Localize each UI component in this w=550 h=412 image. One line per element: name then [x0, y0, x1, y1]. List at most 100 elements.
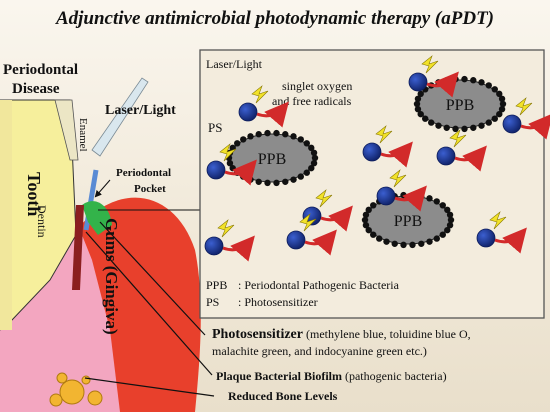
surface-bead: [443, 124, 450, 131]
photosensitizer-molecule: [436, 129, 487, 172]
ps-molecule-ball: [204, 236, 224, 256]
surface-bead: [308, 144, 315, 152]
diagram-title: Adjunctive antimicrobial photodynamic th…: [55, 8, 494, 29]
surface-bead: [447, 216, 455, 224]
pocket-pointer: [94, 179, 111, 198]
disease-label-line2: Disease: [12, 81, 60, 97]
photosensitizer-molecule: [376, 169, 427, 212]
surface-bead: [303, 169, 310, 176]
photosensitizer-molecule: [476, 211, 527, 254]
photosensitizer-rest: (methylene blue, toluidine blue O,: [303, 327, 471, 341]
red-arrow: [224, 159, 257, 186]
ps-molecule-ball: [286, 230, 306, 250]
surface-bead: [290, 133, 297, 140]
enamel-layer: [54, 99, 79, 161]
photosensitizer-molecule: [362, 125, 413, 168]
pocket-label-line2: Pocket: [134, 183, 166, 195]
surface-bead: [310, 149, 318, 157]
surface-bead: [433, 198, 440, 205]
surface-bead: [452, 125, 459, 133]
surface-bead: [414, 105, 422, 113]
surface-bead: [498, 95, 506, 103]
surface-bead: [264, 179, 271, 187]
red-arrow: [426, 71, 459, 98]
surface-bead: [273, 129, 280, 137]
photosensitizer-molecule: [408, 55, 459, 98]
surface-bead: [491, 115, 498, 122]
surface-bead: [461, 75, 468, 83]
surface-bead: [496, 90, 503, 98]
enamel-label: Enamel: [77, 118, 89, 152]
surface-bead: [428, 119, 435, 126]
surface-bead: [414, 95, 422, 103]
surface-bead: [361, 216, 369, 224]
ps-label: PS: [208, 120, 222, 135]
surface-bead: [240, 173, 247, 180]
surface-bead: [461, 125, 468, 133]
surface-bead: [446, 221, 454, 229]
surface-bead: [383, 238, 390, 245]
tooth-edge: [0, 100, 12, 330]
lightning-icon: [251, 85, 269, 104]
photosensitizer-bold: Photosensitizer: [212, 327, 303, 342]
surface-bead: [234, 140, 241, 147]
surface-bead: [264, 129, 271, 137]
lightning-icon: [299, 213, 317, 232]
surface-bead: [426, 195, 433, 202]
photosensitizer-molecule: [302, 189, 353, 232]
red-arrow: [320, 205, 353, 232]
surface-bead: [435, 122, 442, 129]
surface-bead: [485, 119, 492, 126]
surface-bead: [247, 176, 254, 183]
surface-bead: [297, 173, 304, 180]
ps-molecule-ball: [502, 114, 522, 134]
surface-bead: [418, 240, 425, 247]
surface-bead: [297, 136, 304, 143]
red-arrow: [394, 185, 427, 212]
surface-bead: [491, 86, 498, 93]
ps-molecule-ball: [436, 146, 456, 166]
lightning-icon: [375, 125, 393, 144]
red-arrow: [380, 141, 413, 168]
surface-bead: [247, 133, 254, 140]
surface-bead: [240, 136, 247, 143]
surface-bead: [478, 79, 485, 86]
legend-ps-text: : Photosensitizer: [238, 295, 318, 309]
surface-bead: [417, 110, 424, 118]
surface-bead: [365, 226, 372, 234]
gums-label: Gums (Gingiva): [102, 218, 121, 335]
surface-bead: [417, 90, 424, 98]
surface-bead: [439, 231, 446, 238]
lightning-icon: [219, 143, 237, 162]
surface-bead: [391, 240, 398, 247]
legend-ps-abbr: PS: [206, 295, 219, 309]
surface-bead: [496, 110, 503, 118]
red-arrow: [520, 113, 550, 140]
photosensitizer-molecule: [238, 85, 289, 128]
surface-bead: [498, 105, 506, 113]
red-arrow: [222, 235, 255, 262]
lightning-icon: [421, 55, 439, 74]
tooth-label: Tooth: [24, 172, 44, 216]
surface-bead: [370, 231, 377, 238]
photosensitizer-molecule: [204, 219, 255, 262]
surface-bead: [290, 176, 297, 183]
pocket-label-line1: Periodontal: [116, 167, 171, 179]
biofilm-rest: (pathogenic bacteria): [342, 369, 447, 383]
surface-bead: [470, 77, 477, 84]
lightning-icon: [449, 129, 467, 148]
surface-bead: [282, 131, 289, 138]
ps-molecule-ball: [408, 72, 428, 92]
surface-bead: [308, 164, 315, 172]
legend-ppb-text: : Periodontal Pathogenic Bacteria: [238, 278, 400, 292]
surface-bead: [422, 115, 429, 122]
bacterium-label: PPB: [394, 213, 422, 230]
red-arrow: [494, 227, 527, 254]
legend-ppb-abbr: PPB: [206, 278, 227, 292]
surface-bead: [409, 241, 416, 249]
surface-bead: [439, 202, 446, 209]
bone-callout-line: [84, 377, 215, 397]
photosensitizer-layer: [204, 55, 550, 262]
